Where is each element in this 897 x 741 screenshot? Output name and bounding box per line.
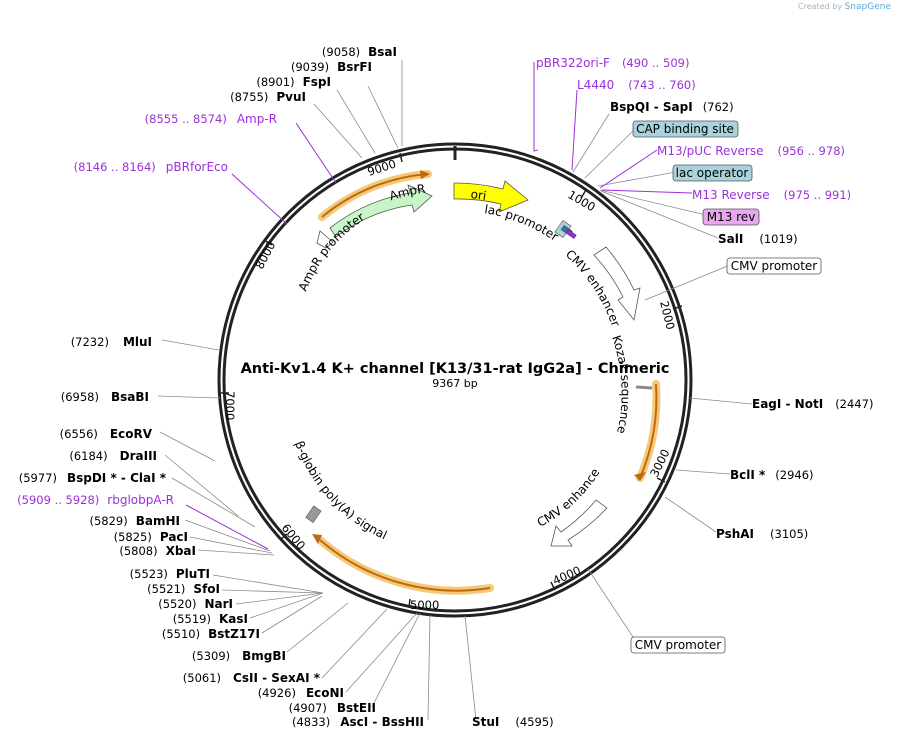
- watermark-prefix: Created by: [798, 2, 843, 11]
- site-label-kasi: (5519)KasI: [173, 612, 248, 626]
- site-label-bspdi: (5977)BspDI * - ClaI *: [19, 471, 167, 485]
- feature-kozak-label: Kozak sequence: [609, 334, 633, 435]
- box-m13-rev-label: M13 rev: [707, 210, 756, 224]
- feature-bglobin-orf-highlight: [312, 534, 494, 595]
- site-label-bsteii: (4907)BstEII: [289, 701, 376, 715]
- svg-text:Kozak sequence: Kozak sequence: [609, 334, 633, 435]
- site-label-bstz17i: (5510)BstZ17I: [162, 627, 260, 641]
- site-label-bcli: BclI *(2946): [730, 468, 814, 482]
- box-lac-operator[interactable]: lac operator: [672, 164, 753, 182]
- site-label-stui: StuI(4595): [472, 715, 554, 729]
- box-cmv-promoter-2[interactable]: CMV promoter: [630, 636, 726, 654]
- site-label-pshai: PshAI(3105): [716, 527, 808, 541]
- feature-orf-right-highlight: [634, 380, 661, 482]
- site-label-bmgbi: (5309)BmgBI: [192, 649, 286, 663]
- feature-lac-promoter-label: lac promoter: [484, 202, 562, 244]
- site-label-pluti: (5523)PluTI: [130, 567, 210, 581]
- feature-ampr-orf-highlight: [318, 170, 432, 221]
- feature-ori-label: ori: [470, 187, 487, 203]
- box-cmv-promoter-1[interactable]: CMV promoter: [726, 257, 822, 275]
- site-label-fspi: (8901)FspI: [256, 75, 331, 89]
- feature-bglobin-marker[interactable]: [305, 505, 322, 524]
- primer-label-pbrforeco: (8146 .. 8164)pBRforEco: [74, 160, 228, 174]
- svg-text:lac promoter: lac promoter: [484, 202, 562, 244]
- plasmid-length: 9367 bp: [432, 377, 477, 390]
- watermark-brand: SnapGene: [844, 2, 891, 12]
- site-label-mlui: (7232)MluI: [71, 335, 152, 349]
- site-label-bsabi: (6958)BsaBI: [61, 390, 149, 404]
- feature-kozak-marker[interactable]: [635, 385, 653, 390]
- primer-label-l4440: L4440(743 .. 760): [577, 78, 696, 92]
- feature-bglobin-label: β-globin poly(A) signal: [292, 439, 389, 542]
- plasmid-name: Anti-Kv1.4 K+ channel [K13/31-rat IgG2a]…: [241, 361, 670, 377]
- site-label-draiii: (6184)DraIII: [69, 449, 157, 463]
- box-cmv-promoter-2-label: CMV promoter: [635, 638, 722, 652]
- ruler-label-4000: 4000: [551, 563, 583, 588]
- primer-label-amp-r: (8555 .. 8574)Amp-R: [145, 112, 277, 126]
- feature-cmv-enhancer-1-arrow[interactable]: [593, 246, 641, 321]
- ruler-label-5000: 5000: [410, 598, 439, 612]
- site-label-xbai: (5808)XbaI: [119, 544, 196, 558]
- svg-text:β-globin poly(A) signal: β-globin poly(A) signal: [292, 439, 389, 542]
- svg-text:AmpR promoter: AmpR promoter: [296, 210, 367, 293]
- primer-label-m13-puc-reverse: M13/pUC Reverse(956 .. 978): [657, 144, 845, 158]
- feature-ampr-arrow[interactable]: [329, 184, 433, 238]
- site-label-bamhi: (5829)BamHI: [89, 514, 180, 528]
- feature-ori-arrow[interactable]: [453, 180, 529, 213]
- ruler-label-7000: 7000: [223, 391, 237, 420]
- primer-lines: [185, 62, 693, 550]
- box-lac-operator-label: lac operator: [676, 166, 749, 180]
- feature-ampr-promoter-arrow[interactable]: [316, 230, 334, 249]
- primer-label-rbglobpa-r: (5909 .. 5928)rbglobpA-R: [17, 493, 174, 507]
- site-label-bsai: (9058)BsaI: [322, 45, 397, 59]
- site-label-pvui: (8755)PvuI: [230, 90, 306, 104]
- ruler-label-2000: 2000: [657, 299, 678, 331]
- leader-lines: [157, 60, 753, 721]
- primer-label-m13-reverse: M13 Reverse(975 .. 991): [692, 188, 851, 202]
- site-label-ecorv: (6556)EcoRV: [60, 427, 153, 441]
- site-label-sfoi: (5521)SfoI: [147, 582, 220, 596]
- box-cap-binding-site-label: CAP binding site: [636, 122, 734, 136]
- site-label-sali: SalI(1019): [718, 232, 798, 246]
- box-m13-rev[interactable]: M13 rev: [702, 208, 760, 226]
- site-label-nari: (5520)NarI: [158, 597, 233, 611]
- backbone: [217, 142, 693, 618]
- site-label-econi: (4926)EcoNI: [258, 686, 344, 700]
- site-label-csii: (5061)CsII - SexAI *: [183, 671, 321, 685]
- site-label-bsrfi: (9039)BsrFI: [291, 60, 372, 74]
- box-cap-binding-site[interactable]: CAP binding site: [632, 120, 739, 138]
- box-cmv-promoter-1-label: CMV promoter: [731, 259, 818, 273]
- site-label-asci: (4833)AscI - BssHII: [292, 715, 424, 729]
- site-label-paci: (5825)PacI: [114, 530, 188, 544]
- feature-ampr-promoter-label: AmpR promoter: [296, 210, 367, 293]
- site-label-eagi: EagI - NotI(2447): [752, 397, 873, 411]
- feature-lac-cluster: [554, 219, 577, 239]
- feature-cmv-enhancer-2-arrow[interactable]: [550, 499, 608, 547]
- primer-label-pbr322ori-f: pBR322ori-F(490 .. 509): [536, 56, 689, 70]
- ruler-label-1000: 1000: [566, 187, 598, 214]
- site-label-bspqi: BspQI - SapI(762): [610, 100, 734, 114]
- snapgene-watermark: Created by SnapGene: [798, 2, 891, 12]
